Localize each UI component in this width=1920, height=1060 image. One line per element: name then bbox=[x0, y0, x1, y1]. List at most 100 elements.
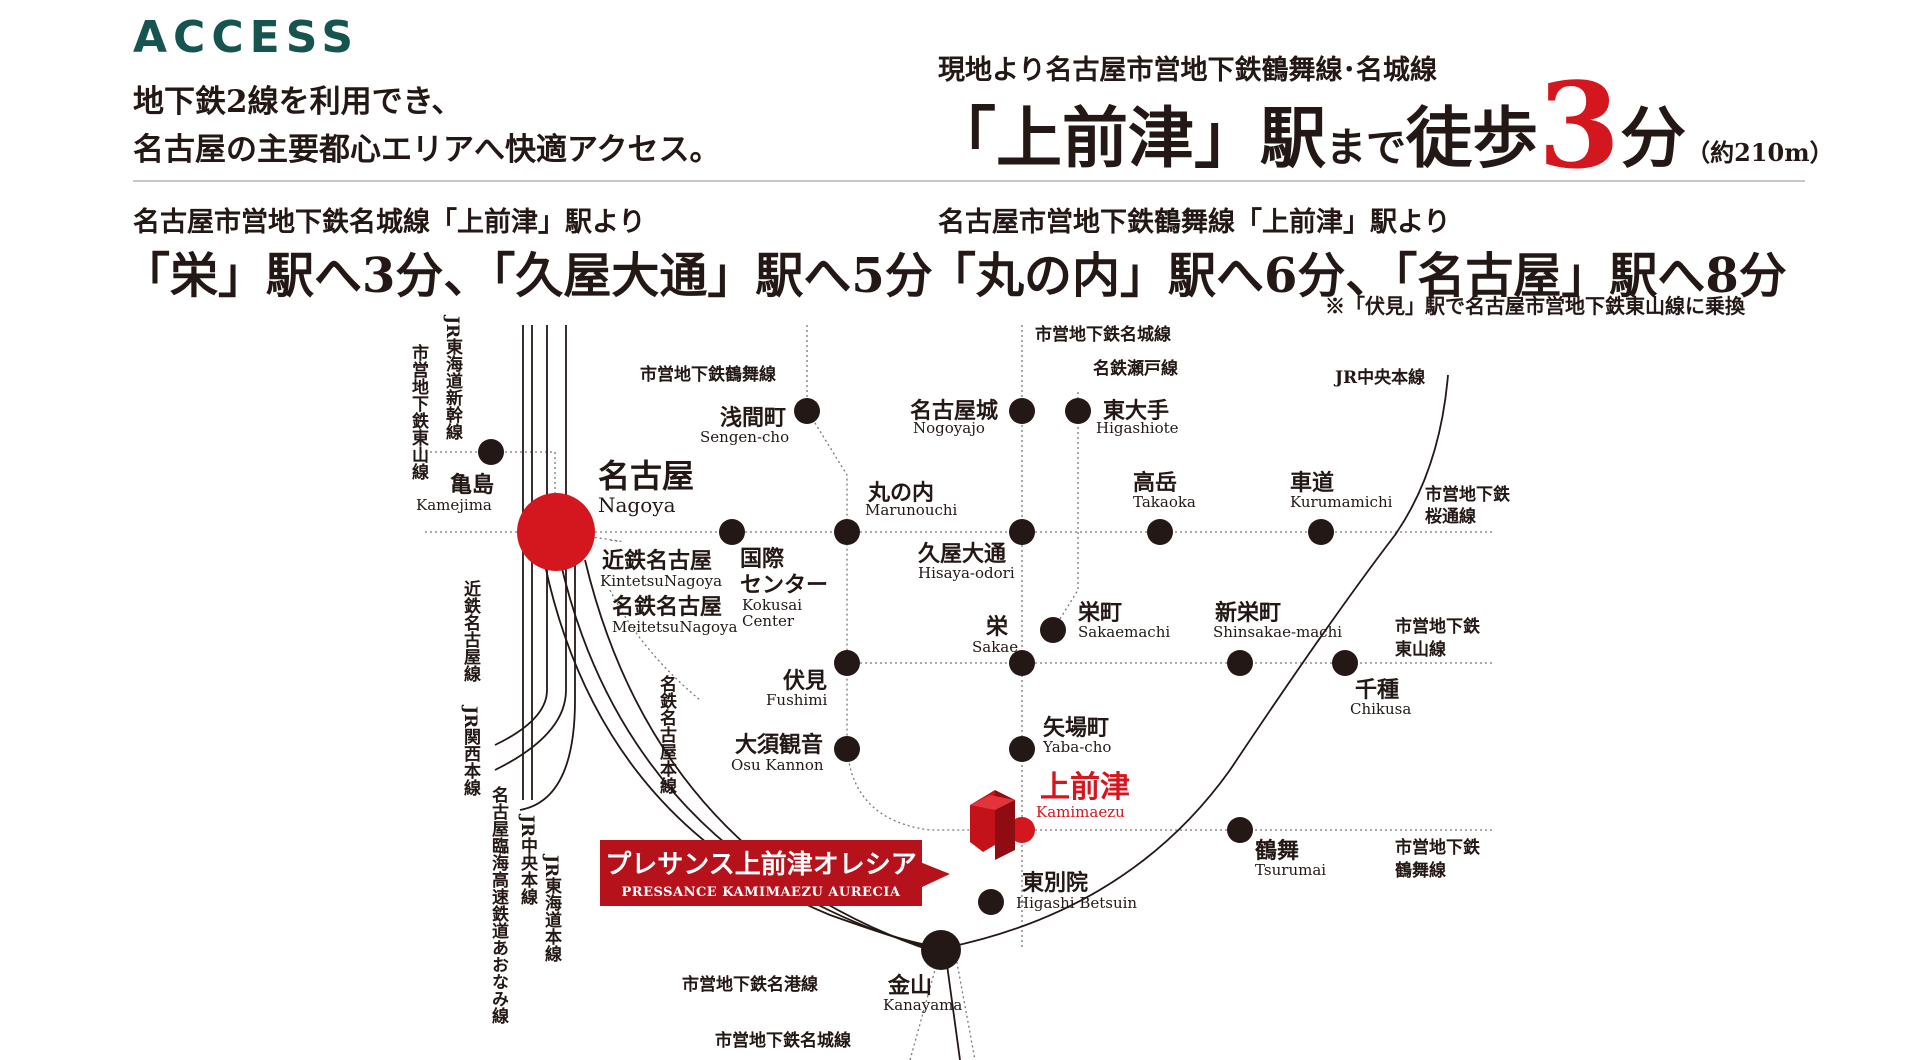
station-dot-kanayama bbox=[921, 930, 961, 970]
property-label-pointer bbox=[920, 862, 950, 888]
station-name-sakaemachi: 栄町 bbox=[1077, 600, 1122, 626]
meitetsu-branch bbox=[609, 589, 701, 701]
label-jr-chuo-vertical: JR中央本線 bbox=[517, 813, 538, 906]
station-en-meitetsu: MeitetsuNagoya bbox=[612, 618, 737, 636]
label-higashiyama-1: 市営地下鉄 bbox=[1395, 616, 1480, 637]
station-dots bbox=[478, 398, 1358, 970]
station-name-shinsakae: 新栄町 bbox=[1215, 600, 1281, 626]
meiko-line bbox=[954, 951, 976, 1060]
label-meiko: 市営地下鉄名港線 bbox=[682, 974, 818, 995]
hero-minutes: 3 bbox=[1538, 56, 1621, 195]
station-en-nagoya: Nagoya bbox=[598, 493, 676, 517]
station-dot-tsurumai bbox=[1227, 817, 1253, 843]
station-name-kokusai-2: センター bbox=[740, 572, 828, 598]
station-dot-takaoka bbox=[1147, 519, 1173, 545]
station-dot-sakae bbox=[1009, 650, 1035, 676]
station-names: 名古屋 Nagoya 亀島 Kamejima 浅間町 Sengen-cho 名古… bbox=[416, 398, 1411, 1014]
label-jr-kansai: JR関西本線 bbox=[460, 704, 481, 797]
jr-chuo-line-east bbox=[944, 374, 1449, 949]
station-en-kokusai-1: Kokusai bbox=[742, 596, 802, 614]
aonami-line bbox=[519, 560, 576, 811]
station-name-fushimi: 伏見 bbox=[783, 668, 827, 694]
label-jr-chuo-top: JR中央本線 bbox=[1333, 367, 1425, 388]
route-right-headline: 「丸の内」駅へ6分、「名古屋」駅へ8分 bbox=[928, 248, 1787, 304]
station-dot-yaba bbox=[1009, 736, 1035, 762]
station-name-higashiote: 東大手 bbox=[1103, 398, 1169, 424]
station-en-osu: Osu Kannon bbox=[731, 756, 824, 774]
tsurumai-line-route bbox=[806, 325, 1012, 831]
station-en-sakaemachi: Sakaemachi bbox=[1078, 623, 1170, 641]
label-aonami: 名古屋臨海高速鉄道あおなみ線 bbox=[488, 785, 509, 1025]
hero-station: 「上前津」駅 bbox=[930, 99, 1326, 177]
station-en-kanayama: Kanayama bbox=[883, 996, 962, 1014]
station-en-kokusai-2: Center bbox=[742, 612, 795, 630]
label-jr-tokaido-vertical: JR東海道本線 bbox=[541, 853, 562, 963]
station-dot-osu bbox=[834, 736, 860, 762]
property-marker: プレサンス上前津オレシア PRESSANCE KAMIMAEZU AURECIA bbox=[600, 790, 1015, 906]
station-name-tsurumai: 鶴舞 bbox=[1255, 838, 1299, 864]
station-en-hisaya: Hisaya-odori bbox=[918, 564, 1015, 582]
intro-line-1: 地下鉄2線を利用でき、 bbox=[133, 84, 463, 120]
vertical-line-labels: 市営地下鉄東山線 JR東海道新幹線 近鉄名古屋線 JR関西本線 名古屋臨海高速鉄… bbox=[408, 314, 677, 1025]
station-dot-marunouchi bbox=[834, 519, 860, 545]
station-en-chikusa: Chikusa bbox=[1350, 700, 1411, 718]
station-name-chikusa: 千種 bbox=[1355, 677, 1399, 703]
brand-logo: ACCESS bbox=[133, 12, 360, 63]
property-label-box bbox=[600, 840, 922, 906]
station-dot-kurumamichi bbox=[1308, 519, 1334, 545]
property-name-jp: プレサンス上前津オレシア bbox=[605, 849, 916, 880]
hero-made: まで bbox=[1326, 124, 1406, 171]
hero-walk: 徒歩 bbox=[1406, 99, 1538, 177]
route-right-subtitle: 名古屋市営地下鉄鶴舞線「上前津」駅より bbox=[938, 207, 1451, 238]
hero-headline: 「上前津」駅まで徒歩3分（約210m） bbox=[930, 67, 1834, 185]
station-name-kamejima: 亀島 bbox=[450, 472, 494, 498]
station-dot-hisaya bbox=[1009, 519, 1035, 545]
station-en-kamimaezu: Kamimaezu bbox=[1036, 803, 1125, 821]
hero-unit: 分 bbox=[1620, 99, 1687, 177]
rail-lines bbox=[494, 325, 1449, 1060]
station-name-sakae: 栄 bbox=[985, 614, 1009, 640]
property-name-en: PRESSANCE KAMIMAEZU AURECIA bbox=[622, 885, 901, 900]
station-name-kintetsu: 近鉄名古屋 bbox=[602, 548, 712, 574]
station-en-higashibetsuin: Higashi Betsuin bbox=[1016, 894, 1137, 912]
station-en-shinsakae: Shinsakae-machi bbox=[1213, 623, 1342, 641]
station-dot-nagoyajo bbox=[1009, 398, 1035, 424]
building-icon-top bbox=[970, 795, 1015, 810]
transfer-note: ※「伏見」駅で名古屋市営地下鉄東山線に乗換 bbox=[1325, 294, 1745, 318]
station-dot-sengen bbox=[794, 398, 820, 424]
label-kintetsu-vertical: 近鉄名古屋線 bbox=[460, 579, 481, 683]
station-en-higashiote: Higashiote bbox=[1096, 419, 1179, 437]
station-name-kamimaezu: 上前津 bbox=[1040, 770, 1130, 805]
station-name-nagoya: 名古屋 bbox=[598, 457, 694, 495]
station-dot-sakaemachi bbox=[1040, 617, 1066, 643]
station-name-higashibetsuin: 東別院 bbox=[1022, 870, 1088, 896]
intro-text: 地下鉄2線を利用でき、 名古屋の主要都心エリアへ快適アクセス。 bbox=[133, 78, 720, 174]
horizontal-line-labels: 市営地下鉄鶴舞線 市営地下鉄名城線 名鉄瀬戸線 JR中央本線 市営地下鉄 桜通線… bbox=[640, 324, 1510, 1051]
station-dot-nagoya bbox=[517, 493, 595, 571]
label-higashiyama-vertical: 市営地下鉄東山線 bbox=[408, 343, 429, 481]
jr-kansai-line bbox=[494, 325, 548, 746]
station-en-kintetsu: KintetsuNagoya bbox=[600, 572, 722, 590]
station-dot-fushimi bbox=[834, 650, 860, 676]
label-jr-shinkansen: JR東海道新幹線 bbox=[442, 314, 463, 441]
label-sakuradori-1: 市営地下鉄 bbox=[1425, 484, 1510, 505]
station-name-hisaya: 久屋大通 bbox=[918, 541, 1006, 567]
label-sakuradori-2: 桜通線 bbox=[1425, 506, 1476, 527]
station-en-kurumamichi: Kurumamichi bbox=[1290, 493, 1393, 511]
seto-line bbox=[1052, 392, 1079, 631]
station-name-meitetsu: 名鉄名古屋 bbox=[612, 594, 722, 620]
station-dot-kamejima bbox=[478, 439, 504, 465]
station-en-kamejima: Kamejima bbox=[416, 496, 492, 514]
label-seto-top: 名鉄瀬戸線 bbox=[1093, 358, 1178, 379]
station-name-osu: 大須観音 bbox=[735, 732, 823, 758]
intro-line-2: 名古屋の主要都心エリアへ快適アクセス。 bbox=[133, 132, 721, 168]
station-en-fushimi: Fushimi bbox=[766, 691, 827, 709]
station-en-tsurumai: Tsurumai bbox=[1255, 861, 1326, 879]
label-meijo-bottom: 市営地下鉄名城線 bbox=[715, 1030, 851, 1051]
station-dot-chikusa bbox=[1332, 650, 1358, 676]
station-en-sengen: Sengen-cho bbox=[700, 428, 789, 446]
route-left-headline: 「栄」駅へ3分、「久屋大通」駅へ5分 bbox=[122, 248, 933, 304]
station-en-nagoyajo: Nogoyajo bbox=[913, 419, 985, 437]
station-name-kanayama: 金山 bbox=[887, 973, 932, 999]
